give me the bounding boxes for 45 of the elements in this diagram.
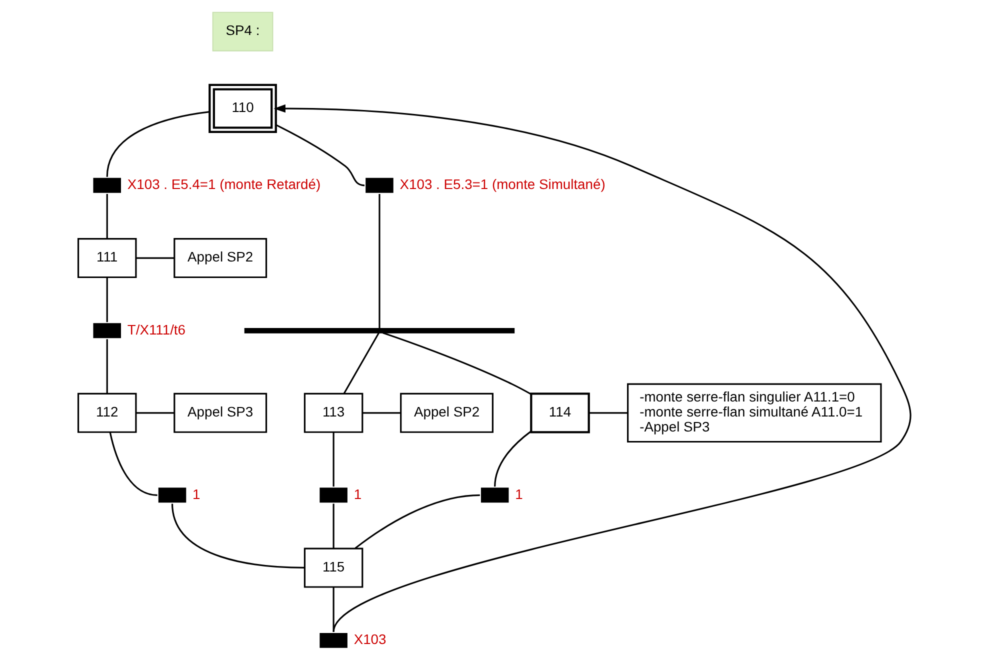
connector [171,504,304,568]
node-box: SP4 : [212,12,274,52]
node-bar [320,632,348,648]
node-box: 114 [530,392,590,434]
connector [354,494,480,549]
node-label: T/X111/t6 [127,321,186,338]
connector [276,124,365,186]
node-label: X103 . E5.3=1 (monte Simultané) [400,176,606,192]
node-bar [93,323,121,338]
node-box: 115 [304,548,364,588]
connector [494,430,532,487]
node-bar [480,488,509,503]
node-box: -monte serre-flan singulier A11.1=0 -monte serre-flan simultané A11.0=1 -Appel SP3 [627,383,882,443]
connector [106,194,108,239]
connector [332,432,334,487]
connector [343,332,380,394]
node-label: 1 [354,486,362,502]
connector [106,339,108,394]
node-label: X103 [354,631,386,648]
node-box: 111 [77,238,137,278]
node-bar [93,178,121,193]
connector [106,111,210,177]
node-label: 1 [515,486,523,502]
node-box: Appel SP2 [400,392,494,433]
node-box: 110 [208,84,277,134]
node-label: 1 [192,486,200,502]
connector [382,332,532,395]
node-box: Appel SP3 [174,392,268,433]
node-box: 113 [304,392,364,433]
connector [106,277,108,322]
node-box: Appel SP2 [174,238,268,278]
connector [136,257,174,259]
node-box: 112 [77,392,137,433]
node-label: X103 . E5.4=1 (monte Retardé) [127,176,321,192]
node-bar [158,488,186,503]
connector [332,504,334,549]
arrow [274,104,911,632]
node-bar [366,178,394,193]
connector [588,412,628,414]
node-bar [244,328,515,334]
connector [136,412,174,414]
connector [362,412,401,414]
connector [378,194,380,328]
connector [109,432,158,496]
node-bar [320,488,348,503]
